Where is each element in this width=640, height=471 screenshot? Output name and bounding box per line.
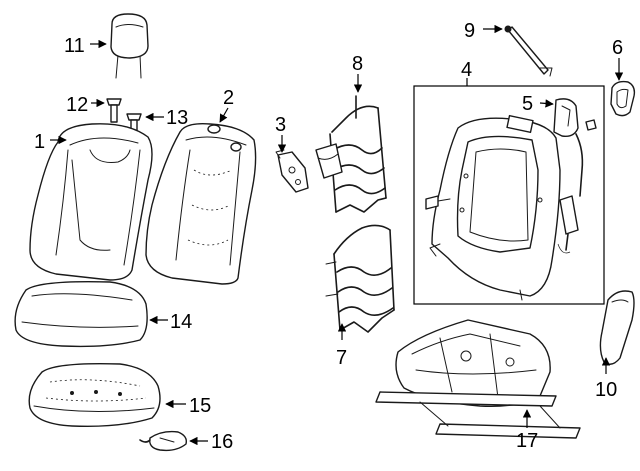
seat-back-pad-part xyxy=(145,122,257,285)
callout-12: 12 xyxy=(66,94,88,116)
callout-16: 16 xyxy=(211,431,233,453)
callout-15: 15 xyxy=(189,395,211,417)
callout-11: 11 xyxy=(64,35,85,57)
callout-13: 13 xyxy=(166,107,188,129)
callout-9: 9 xyxy=(464,20,475,42)
callout-14: 14 xyxy=(170,311,192,333)
frame-assembly-box xyxy=(413,85,605,305)
side-trim-panel-part xyxy=(599,290,635,365)
headrest-guide-part xyxy=(106,98,122,123)
sensor-harness-part xyxy=(139,430,188,452)
seat-cushion-pad-part xyxy=(28,363,161,428)
callout-3: 3 xyxy=(275,114,286,136)
recliner-rod-part xyxy=(504,25,553,77)
seat-cushion-cover-part xyxy=(14,280,148,348)
callout-8: 8 xyxy=(352,53,363,75)
seat-back-frame-part xyxy=(425,98,597,301)
trim-bezel-part xyxy=(610,80,636,117)
callout-5: 5 xyxy=(522,93,533,115)
callout-7: 7 xyxy=(336,347,347,369)
seat-track-frame-part xyxy=(375,319,581,439)
callout-10: 10 xyxy=(595,379,617,401)
headrest-part xyxy=(110,13,149,79)
bracket-part xyxy=(275,149,309,193)
callout-1: 1 xyxy=(34,131,45,153)
seat-back-cover-part xyxy=(29,123,153,281)
callout-2: 2 xyxy=(223,87,234,109)
lower-lumbar-support-part xyxy=(325,224,395,333)
upper-lumbar-support-part xyxy=(315,95,387,213)
callout-6: 6 xyxy=(612,37,623,59)
callout-4: 4 xyxy=(461,59,472,81)
callout-17: 17 xyxy=(516,430,538,452)
leader-lines xyxy=(50,24,624,446)
